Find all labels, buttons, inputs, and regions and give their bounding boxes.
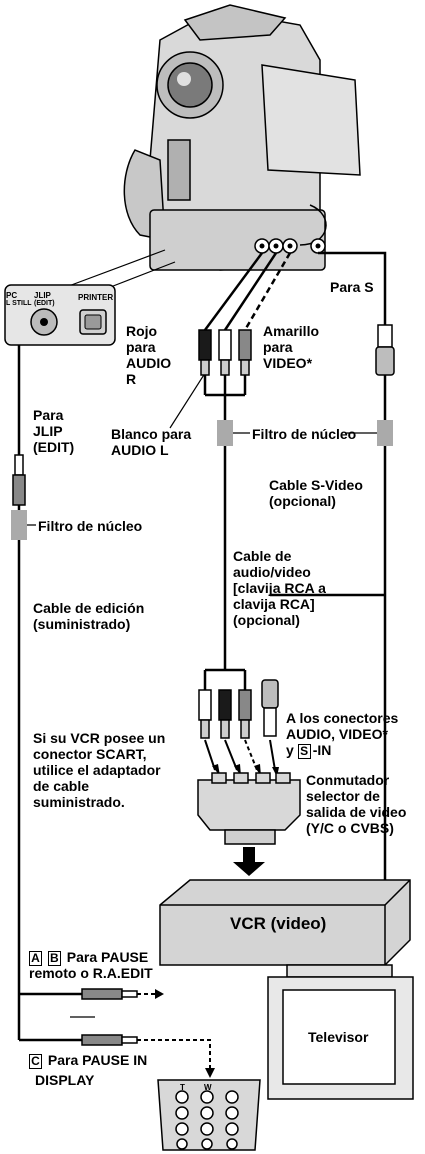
printer-label: PRINTER	[78, 293, 114, 302]
scart-adapter	[197, 772, 301, 845]
tv-label: Televisor	[308, 1029, 369, 1045]
vcr-label: VCR (video)	[230, 914, 327, 933]
down-arrow	[233, 847, 265, 876]
para-s-label: Para S	[330, 279, 374, 295]
pause-remote-line2: remoto o R.A.EDIT	[29, 965, 153, 981]
core-filters	[11, 420, 393, 540]
blanco-label: Blanco para AUDIO L	[111, 426, 192, 458]
av-cable-label: Cable de audio/video [clavija RCA a clav…	[233, 548, 326, 628]
b-box: B	[47, 951, 61, 966]
s-box: S	[297, 744, 311, 759]
pause-remote-line1: A B Para PAUSE	[29, 949, 148, 966]
jlip-plug	[12, 454, 26, 506]
amarillo-label: Amarillo para VIDEO*	[263, 323, 320, 371]
jlip-panel-label: JLIP	[34, 291, 51, 300]
display-label: DISPLAY	[35, 1072, 95, 1088]
camcorder-illustration	[123, 4, 361, 271]
edit-cable-label: Cable de edición (suministrado)	[33, 600, 145, 632]
conmutador-label: Conmutador selector de salida de video (…	[306, 772, 407, 836]
edit-panel-label: (EDIT)	[34, 300, 55, 307]
vcr-box	[159, 879, 411, 966]
svideo-plug-bottom	[261, 679, 279, 737]
tv-set	[267, 964, 414, 1100]
pause-in-line: C Para PAUSE IN	[29, 1052, 147, 1069]
jack-panel-inset	[4, 249, 176, 346]
pause-remote-text: Para PAUSE	[66, 949, 149, 965]
remote-t-label: T	[180, 1083, 185, 1092]
conectores-line1: A los conectores	[286, 710, 399, 726]
remote-w-label: W	[204, 1083, 212, 1092]
conectores-in: -IN	[312, 742, 332, 758]
remote-control	[157, 1079, 261, 1151]
a-box: A	[29, 951, 42, 966]
c-box: C	[29, 1054, 42, 1069]
scart-note: Si su VCR posee un conector SCART, utili…	[33, 730, 166, 810]
conectores-line2: AUDIO, VIDEO*	[286, 726, 388, 742]
svideo-cable-label: Cable S-Video (opcional)	[269, 477, 363, 509]
still-label: L STILL	[6, 300, 32, 307]
video-dashed-cable	[243, 252, 292, 331]
pc-label: PC	[6, 291, 18, 300]
rca-plugs-bottom	[198, 689, 252, 739]
conectores-line3: y S-IN	[286, 742, 331, 759]
filtro-center-label: Filtro de núcleo	[252, 426, 357, 442]
insertion-arrows	[204, 739, 276, 771]
pause-in-text: Para PAUSE IN	[47, 1052, 148, 1068]
svideo-plug-top	[375, 324, 395, 376]
para-jlip-label: Para JLIP (EDIT)	[33, 407, 75, 455]
rca-plugs-top	[198, 329, 252, 376]
rojo-label: Rojo para AUDIO R	[126, 323, 172, 387]
filtro-left-label: Filtro de núcleo	[38, 518, 143, 534]
conectores-y: y	[286, 742, 294, 758]
